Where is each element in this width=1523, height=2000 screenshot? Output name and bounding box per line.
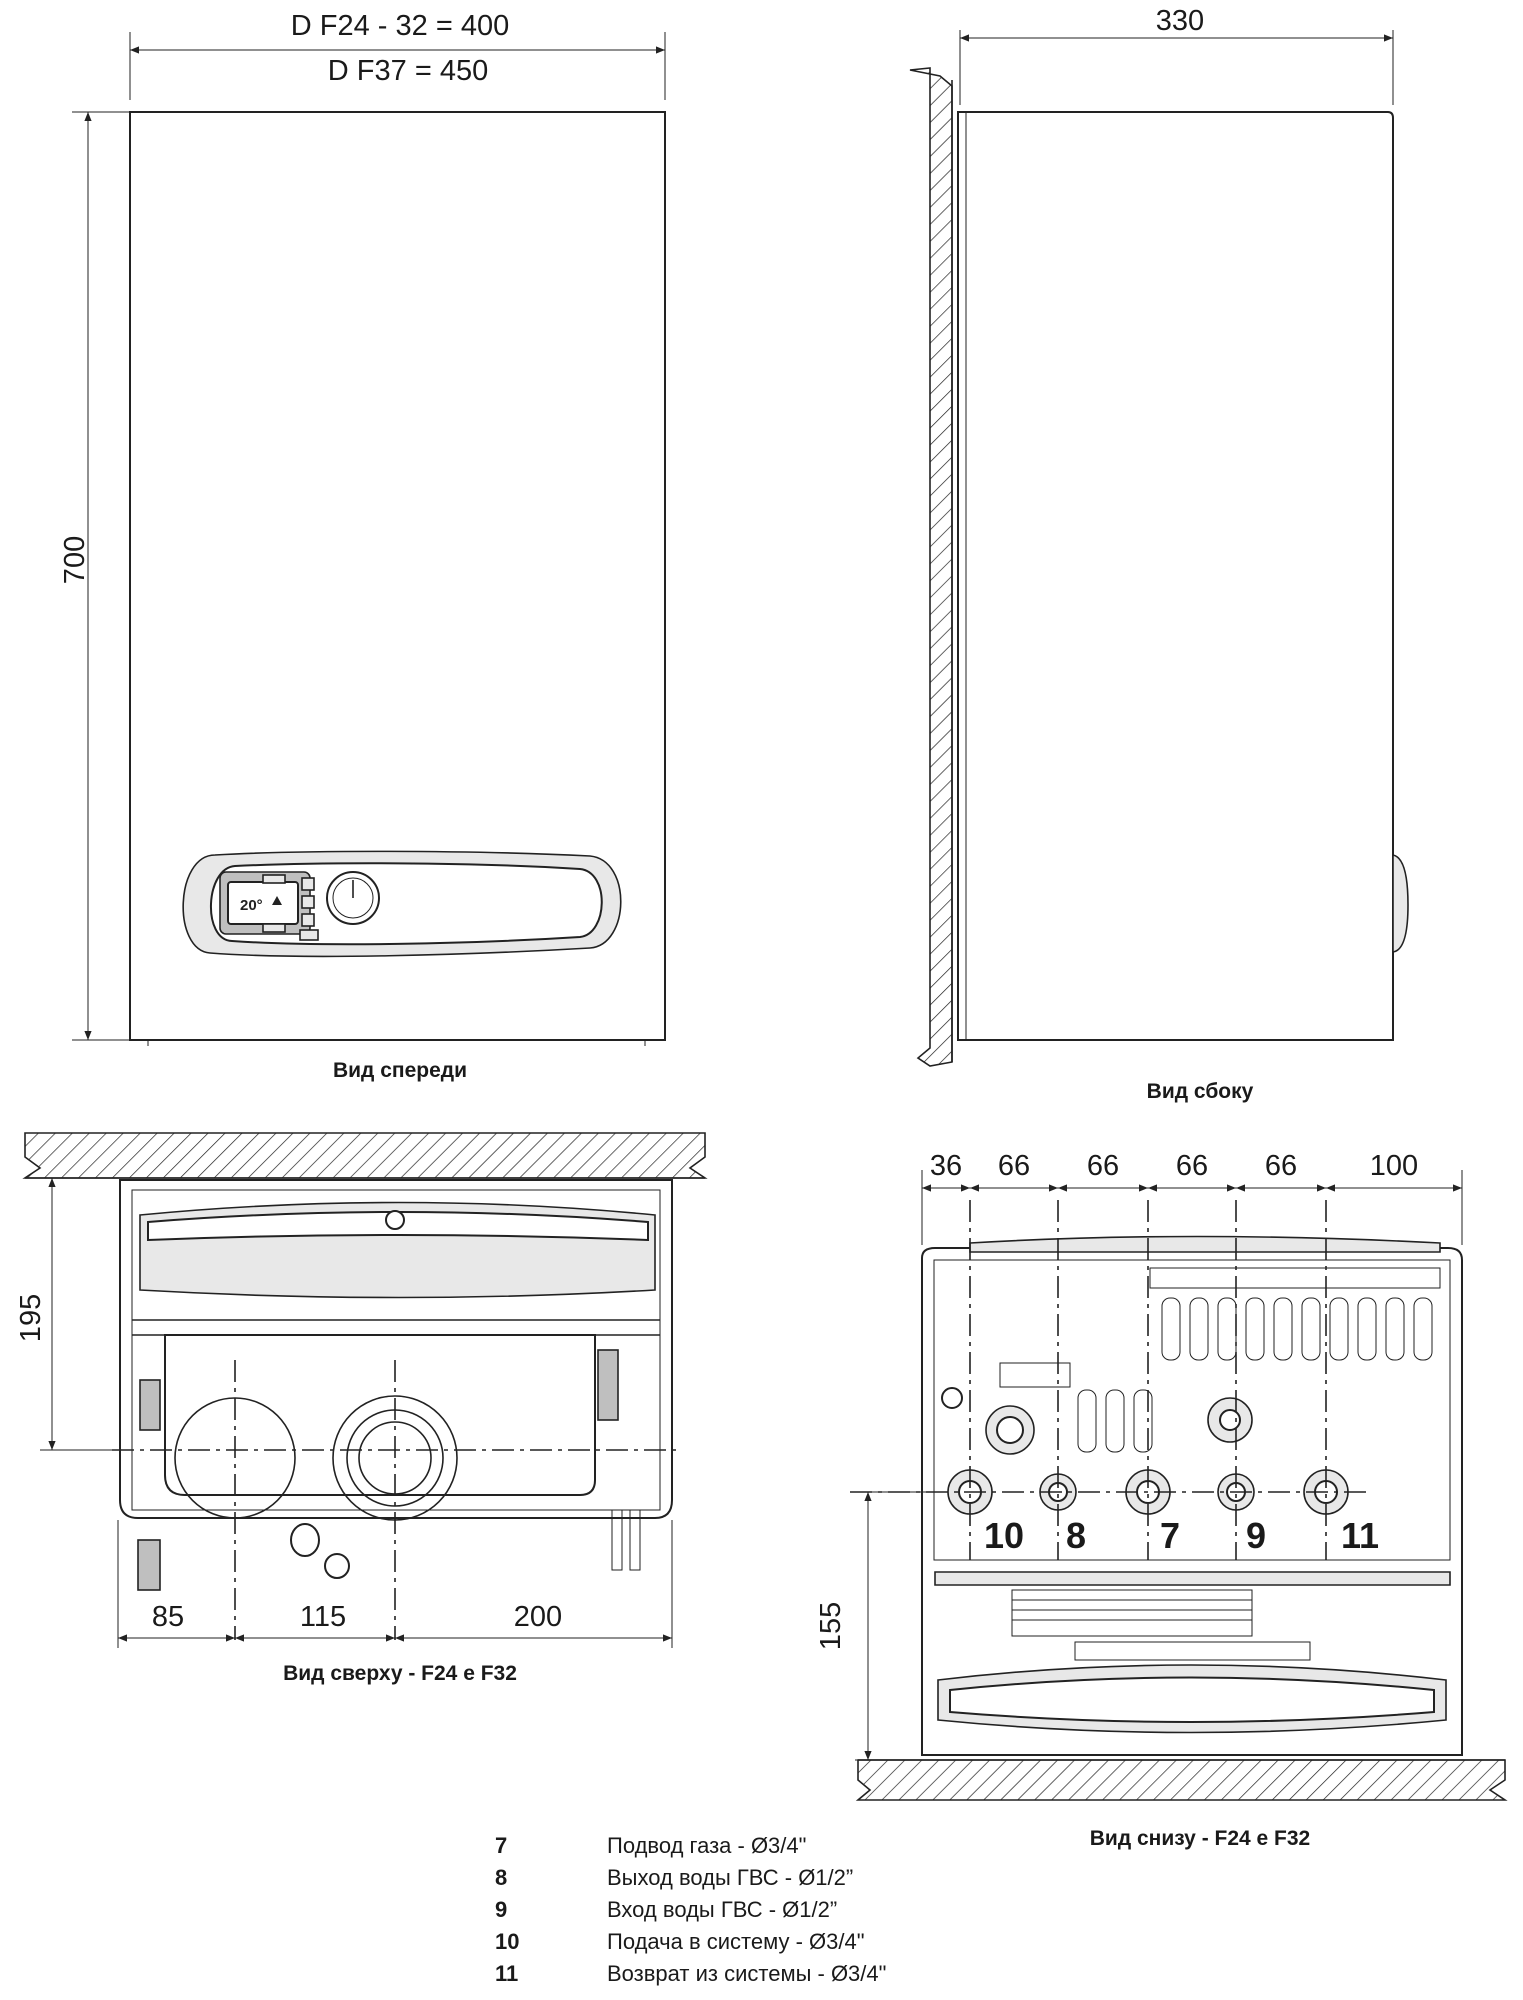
vent-slot bbox=[1357, 1297, 1377, 1361]
vent-slot bbox=[1273, 1297, 1293, 1361]
legend-number: 7 bbox=[495, 1833, 508, 1858]
bottom-dim-label-66a: 66 bbox=[998, 1150, 1030, 1182]
legend-number: 8 bbox=[495, 1865, 508, 1890]
legend-row: 8 Выход воды ГВС - Ø1/2” bbox=[495, 1862, 1095, 1894]
side-depth-label: 330 bbox=[1156, 5, 1204, 37]
top-left-component-2 bbox=[137, 1539, 161, 1591]
display-screen bbox=[227, 881, 299, 925]
bottom-bracket bbox=[1074, 1641, 1311, 1661]
vent-slot bbox=[1385, 1297, 1405, 1361]
side-view: 330 Вид сбоку bbox=[909, 5, 1409, 1103]
vent-slot bbox=[1105, 1389, 1125, 1453]
bottom-lower-rail bbox=[934, 1571, 1451, 1586]
bottom-dim-label-66c: 66 bbox=[1176, 1150, 1208, 1182]
top-left-component-1 bbox=[139, 1379, 161, 1431]
side-wall-hatched bbox=[909, 67, 953, 1067]
top-screw bbox=[385, 1210, 405, 1230]
bottom-vent-slots bbox=[1077, 1297, 1433, 1453]
side-view-caption: Вид сбоку bbox=[1147, 1080, 1254, 1103]
legend-row: 9 Вход воды ГВС - Ø1/2” bbox=[495, 1894, 1095, 1926]
bottom-dim-label-100: 100 bbox=[1370, 1150, 1418, 1182]
top-dim-label-85: 85 bbox=[152, 1601, 184, 1633]
bottom-boiler-casing bbox=[921, 1247, 1463, 1756]
side-control-panel-bulge bbox=[1392, 854, 1409, 953]
front-width-label-1: D F24 - 32 = 400 bbox=[291, 10, 509, 42]
top-ceiling-hatched bbox=[22, 1132, 708, 1179]
top-height-label: 195 bbox=[15, 1294, 47, 1342]
legend-number: 11 bbox=[495, 1961, 519, 1986]
vent-slot bbox=[1161, 1297, 1181, 1361]
side-boiler-casing bbox=[957, 111, 1394, 1041]
bottom-safety-valve-core bbox=[1219, 1409, 1241, 1431]
top-view: 195 85 bbox=[15, 1132, 708, 1685]
pressure-gauge-inner bbox=[332, 877, 374, 919]
bottom-floor-hatched bbox=[855, 1759, 1508, 1801]
bottom-casing-inner-frame bbox=[933, 1259, 1451, 1561]
bottom-dim-label-66d: 66 bbox=[1265, 1150, 1297, 1182]
vent-slot bbox=[1133, 1389, 1153, 1453]
vent-slot bbox=[1413, 1297, 1433, 1361]
front-width-label-2: D F37 = 450 bbox=[328, 55, 488, 87]
vent-slot bbox=[1329, 1297, 1349, 1361]
front-height-label: 700 bbox=[59, 536, 91, 584]
bottom-view-caption: Вид снизу - F24 e F32 bbox=[1090, 1827, 1311, 1850]
legend-number: 9 bbox=[495, 1897, 508, 1922]
legend-description: Выход воды ГВС - Ø1/2” bbox=[607, 1865, 854, 1890]
mode-button-1[interactable] bbox=[301, 877, 315, 891]
front-view: D F24 - 32 = 400 D F37 = 450 700 20° bbox=[59, 10, 666, 1082]
connection-label-9: 9 bbox=[1246, 1515, 1266, 1556]
top-dim-label-115: 115 bbox=[300, 1601, 346, 1633]
top-vent-slot-2 bbox=[629, 1509, 641, 1571]
top-casing-inner-frame bbox=[131, 1189, 661, 1511]
bottom-top-bar bbox=[1149, 1267, 1441, 1289]
reset-button[interactable] bbox=[299, 929, 319, 941]
bottom-view: 36 66 66 66 66 100 bbox=[815, 1150, 1508, 1850]
connections-legend: 7 Подвод газа - Ø3/4" 8 Выход воды ГВС -… bbox=[495, 1830, 1095, 1990]
top-fitting-ring bbox=[324, 1553, 350, 1579]
legend-description: Подача в систему - Ø3/4" bbox=[607, 1929, 865, 1954]
bottom-drain-valve-core bbox=[996, 1416, 1024, 1444]
vent-slot bbox=[1189, 1297, 1209, 1361]
connection-label-10: 10 bbox=[984, 1515, 1024, 1556]
bottom-label-plate bbox=[999, 1362, 1071, 1388]
flame-icon bbox=[272, 896, 282, 905]
vent-slot bbox=[1245, 1297, 1265, 1361]
connection-label-11: 11 bbox=[1341, 1515, 1379, 1556]
bottom-front-panel-face bbox=[949, 1676, 1435, 1723]
top-right-component bbox=[597, 1349, 619, 1421]
bottom-heat-exchanger bbox=[1011, 1589, 1253, 1637]
front-view-caption: Вид спереди bbox=[333, 1059, 467, 1082]
vent-slot bbox=[1301, 1297, 1321, 1361]
top-fitting bbox=[290, 1523, 320, 1557]
bottom-front-edge bbox=[969, 1235, 1441, 1253]
legend-description: Вход воды ГВС - Ø1/2” bbox=[607, 1897, 838, 1922]
bottom-left-grommet bbox=[941, 1387, 963, 1409]
top-vent-slot-1 bbox=[611, 1509, 623, 1571]
connection-label-7: 7 bbox=[1160, 1515, 1180, 1556]
legend-row: 11 Возврат из системы - Ø3/4" bbox=[495, 1958, 1095, 1990]
vent-slot bbox=[1077, 1389, 1097, 1453]
top-view-caption: Вид сверху - F24 e F32 bbox=[283, 1662, 517, 1685]
top-combustion-chamber-body bbox=[164, 1334, 596, 1496]
legend-description: Возврат из системы - Ø3/4" bbox=[607, 1961, 887, 1986]
display-temperature: 20° bbox=[240, 897, 263, 914]
legend-row: 10 Подача в систему - Ø3/4" bbox=[495, 1926, 1095, 1958]
legend-number: 10 bbox=[495, 1929, 520, 1954]
front-control-panel: 20° bbox=[182, 850, 622, 958]
connection-label-8: 8 bbox=[1066, 1515, 1086, 1556]
bottom-dim-label-36: 36 bbox=[930, 1150, 962, 1182]
mode-button-2[interactable] bbox=[301, 895, 315, 909]
button-minus-bottom[interactable] bbox=[262, 923, 286, 933]
bottom-height-label: 155 bbox=[815, 1602, 847, 1650]
mode-button-3[interactable] bbox=[301, 913, 315, 927]
button-plus-top[interactable] bbox=[262, 874, 286, 884]
legend-row: 7 Подвод газа - Ø3/4" bbox=[495, 1830, 1095, 1862]
top-dim-label-200: 200 bbox=[514, 1601, 562, 1633]
bottom-dim-label-66b: 66 bbox=[1087, 1150, 1119, 1182]
legend-description: Подвод газа - Ø3/4" bbox=[607, 1833, 807, 1858]
